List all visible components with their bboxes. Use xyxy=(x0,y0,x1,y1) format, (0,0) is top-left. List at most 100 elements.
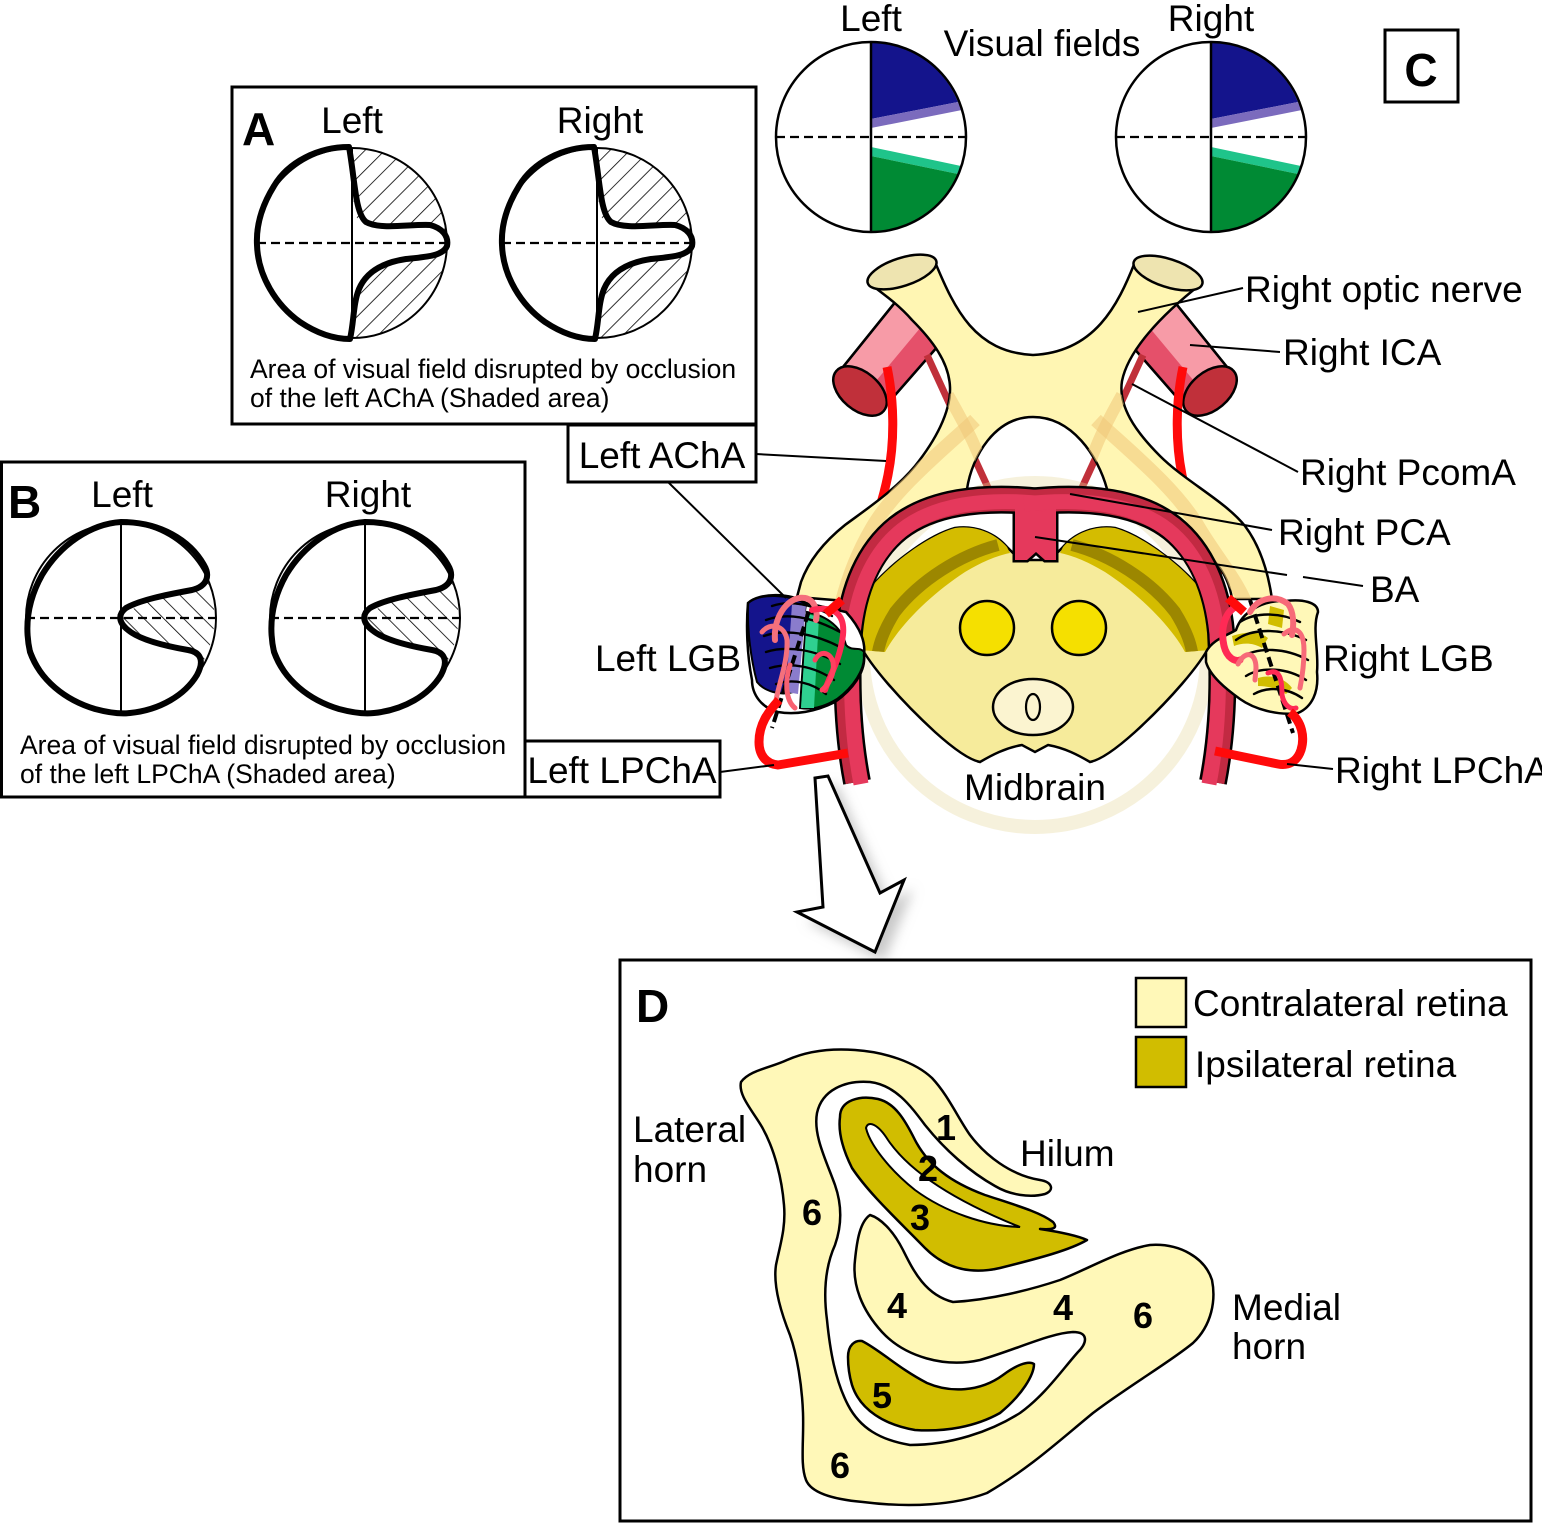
lgb-vessel xyxy=(1219,602,1244,664)
panel-b-right-eye-label: Right xyxy=(325,474,412,515)
left-acha-lgb-branch xyxy=(823,596,845,618)
ica-wall-shadow xyxy=(866,321,945,410)
lamina-line xyxy=(764,615,842,634)
left-lgb xyxy=(745,593,866,729)
leader-right-ica xyxy=(1189,344,1281,353)
shaded-area xyxy=(122,580,215,660)
arrow-down-icon xyxy=(792,774,907,955)
lgb-vessel xyxy=(1281,627,1307,691)
pca-ba-complex xyxy=(833,485,1237,786)
legend-label-ipsilateral: Ipsilateral retina xyxy=(1195,1044,1457,1085)
right-pca-label: Right PCA xyxy=(1278,512,1451,553)
panel-b-right-visual-field xyxy=(268,519,461,717)
lower-quadrant-light-sector xyxy=(1211,147,1301,174)
lgb-vessel xyxy=(1247,595,1297,638)
intact-field-outline xyxy=(498,144,696,342)
layer-number: 4 xyxy=(1053,1287,1073,1328)
visual-field-right xyxy=(1114,40,1308,234)
shaded-area xyxy=(349,147,447,339)
cerebral-aqueduct xyxy=(1024,692,1042,722)
layer-number: 5 xyxy=(872,1375,892,1416)
lgb-dashed-axis xyxy=(1248,599,1295,734)
leader-right-pca xyxy=(1069,493,1273,531)
legend-swatch-ipsilateral xyxy=(1134,1035,1188,1089)
layer-number: 1 xyxy=(936,1107,956,1148)
right-lgb-label: Right LGB xyxy=(1323,638,1494,679)
contralateral-layers-1-4-6 xyxy=(739,1048,1215,1507)
ica-cut-lumen xyxy=(1182,365,1238,417)
left-acha-label: Left AChA xyxy=(579,435,746,476)
upper-quadrant-dark-sector xyxy=(871,42,958,119)
medial-horn-label-line2: horn xyxy=(1232,1326,1306,1367)
lgb-vessels xyxy=(759,594,847,711)
left-red-nucleus xyxy=(958,599,1016,657)
panel-a-caption-line2: of the left AChA (Shaded area) xyxy=(250,383,609,413)
layer-number: 2 xyxy=(918,1148,938,1189)
upper-quadrant-dark-sector xyxy=(1211,42,1298,119)
ica-cut-lumen xyxy=(832,365,888,417)
leader-left-acha-lgb xyxy=(667,481,787,599)
intact-field-outline xyxy=(24,519,211,717)
ica-wall-shadow xyxy=(1125,321,1204,410)
right-lpcha-label: Right LPChA xyxy=(1335,750,1542,791)
right-pca xyxy=(1023,494,1226,786)
left-optic-nerve-cut-end xyxy=(866,253,938,291)
panel-b-left-eye-label: Left xyxy=(91,474,153,515)
right-lgb xyxy=(1204,594,1320,734)
panel-d: D Contralateral retina Ipsilateral retin… xyxy=(618,958,1533,1523)
left-cerebral-peduncle xyxy=(858,527,1010,652)
leader-left-acha-artery xyxy=(755,453,887,462)
lgb-vessel xyxy=(1265,669,1299,711)
shaded-area xyxy=(594,147,692,339)
layer-number: 6 xyxy=(1133,1295,1153,1336)
ba-label: BA xyxy=(1370,569,1420,610)
legend-swatch-contralateral xyxy=(1134,976,1188,1029)
panel-b: B Left Right Area of visual field disrup… xyxy=(0,460,527,799)
medial-horn-label-line1: Medial xyxy=(1232,1287,1341,1328)
layer-number: 6 xyxy=(802,1192,822,1233)
shaded-area xyxy=(366,580,459,660)
interlaminar-slit xyxy=(864,1123,1021,1228)
peduncle-shading xyxy=(1070,539,1198,652)
left-lpcha-label-box xyxy=(523,739,722,799)
leader-ba-segment-1 xyxy=(1034,536,1288,576)
right-optic-nerve-label: Right optic nerve xyxy=(1245,269,1523,310)
right-tract-fiber-bundle xyxy=(1091,414,1252,601)
leader-right-optic-nerve xyxy=(1137,287,1244,313)
panel-c-label-box xyxy=(1383,28,1460,104)
layer-number: 3 xyxy=(910,1197,930,1238)
leader-right-pcoma xyxy=(1131,383,1299,473)
lower-quadrant-light-sector xyxy=(871,147,961,174)
lgb-vessel xyxy=(784,662,798,711)
lgb-vessel xyxy=(1235,652,1259,683)
left-pca xyxy=(844,494,1047,786)
panel-b-caption-line1: Area of visual field disrupted by occlus… xyxy=(20,730,506,760)
panel-a: A Left Right Area of visual field disrup… xyxy=(230,85,758,426)
intact-field-outline xyxy=(268,519,455,717)
visual-field-left-eye-label: Left xyxy=(840,0,902,39)
right-acha-lgb-branch xyxy=(1225,594,1247,616)
left-lpcha-label: Left LPChA xyxy=(527,750,717,791)
lgb-layer-diagram: 1 2 3 6 4 4 6 5 6 xyxy=(739,1048,1215,1507)
leader-ba-segment-2 xyxy=(1302,576,1364,587)
visual-field-left xyxy=(774,40,968,234)
lower-quadrant-dark-sector xyxy=(871,156,958,232)
right-ica-label: Right ICA xyxy=(1283,332,1442,373)
panel-d-label: D xyxy=(636,980,669,1032)
upper-quadrant-light-sector xyxy=(871,102,962,128)
panel-b-left-visual-field xyxy=(24,519,217,717)
peduncle-shading xyxy=(872,539,1000,652)
leader-left-lpcha xyxy=(719,764,775,773)
legend-label-contralateral: Contralateral retina xyxy=(1193,983,1508,1024)
panel-a-left-visual-field xyxy=(253,144,451,342)
panel-c: C Left Right Visual fields xyxy=(523,0,1542,834)
left-lgb-label: Left LGB xyxy=(595,638,741,679)
zoom-arrow xyxy=(792,774,913,961)
hilum-label: Hilum xyxy=(1020,1133,1115,1174)
right-pcoma-label: Right PcomA xyxy=(1300,452,1516,493)
lateral-horn-label-line1: Lateral xyxy=(633,1109,746,1150)
panel-a-right-visual-field xyxy=(498,144,696,342)
panel-a-caption-line1: Area of visual field disrupted by occlus… xyxy=(250,354,736,384)
intact-field-outline xyxy=(253,144,451,342)
